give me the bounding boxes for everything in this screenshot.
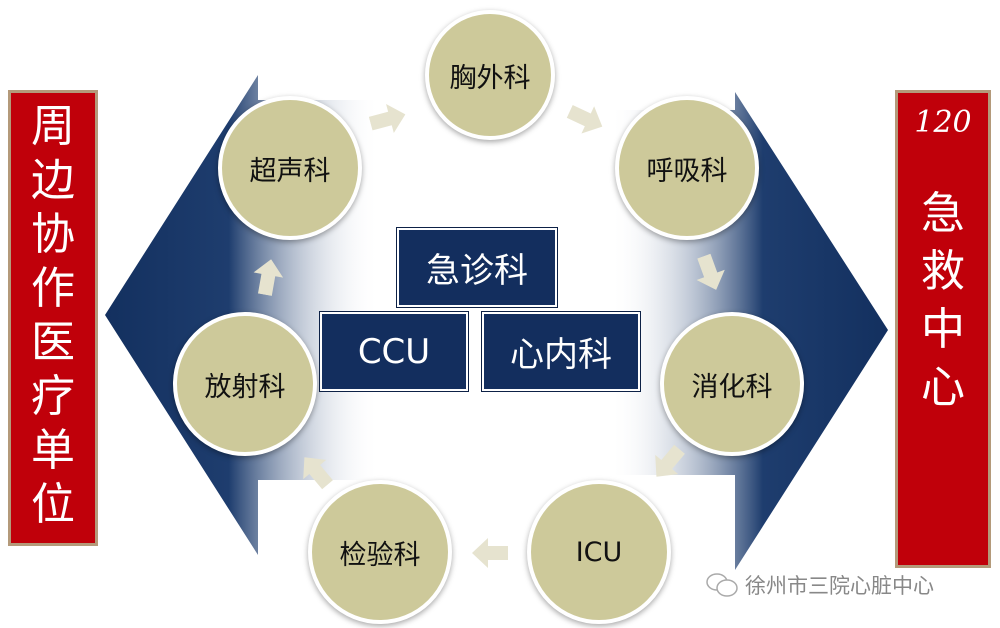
panel-char: 医 bbox=[31, 317, 75, 368]
radiology-circle: 放射科 bbox=[173, 312, 317, 456]
panel-char: 急 bbox=[921, 188, 965, 239]
flow-arrow-icon bbox=[472, 538, 508, 568]
emergency-dept-box: 急诊科 bbox=[396, 227, 558, 308]
panel-char: 心 bbox=[921, 362, 965, 413]
flow-arrow-icon bbox=[655, 444, 685, 477]
gastro-circle: 消化科 bbox=[660, 312, 804, 456]
cardiology-box: 心内科 bbox=[481, 311, 641, 392]
ultrasound-circle: 超声科 bbox=[218, 96, 362, 240]
flow-arrow-icon bbox=[303, 457, 333, 490]
panel-char: 中 bbox=[921, 304, 965, 355]
panel-char: 边 bbox=[31, 155, 75, 206]
watermark-text: 徐州市三院心脏中心 bbox=[745, 574, 934, 598]
thoracic-circle: 胸外科 bbox=[425, 10, 555, 140]
wechat-icon bbox=[706, 573, 738, 597]
panel-number: 120 bbox=[914, 105, 972, 140]
flow-arrow-icon bbox=[253, 259, 284, 296]
peripheral-units-panel: 周 边 协 作 医 疗 单 位 bbox=[8, 90, 98, 546]
panel-char: 周 bbox=[31, 101, 75, 152]
icu-circle: ICU bbox=[527, 480, 671, 624]
emergency-center-panel: 120 急 救 中 心 bbox=[895, 90, 991, 568]
panel-char: 救 bbox=[921, 246, 965, 297]
watermark: 徐州市三院心脏中心 bbox=[705, 570, 934, 600]
flow-arrow-icon bbox=[368, 103, 406, 133]
panel-char: 作 bbox=[31, 263, 75, 314]
lab-circle: 检验科 bbox=[308, 480, 452, 624]
panel-char: 单 bbox=[31, 425, 75, 476]
flow-arrow-icon bbox=[696, 253, 725, 290]
ccu-box: CCU bbox=[319, 311, 469, 392]
panel-char: 协 bbox=[31, 209, 75, 260]
panel-char: 位 bbox=[31, 479, 75, 530]
panel-char: 疗 bbox=[31, 371, 75, 422]
flow-arrow-icon bbox=[566, 105, 603, 134]
respiratory-circle: 呼吸科 bbox=[615, 96, 759, 240]
